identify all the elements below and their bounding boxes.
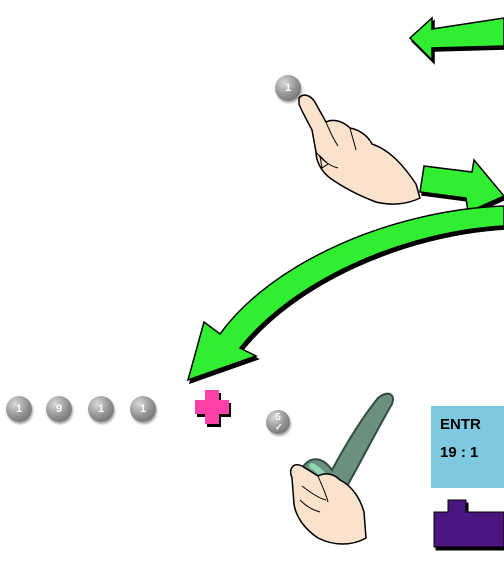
key-label: 1 — [97, 403, 105, 415]
key-1-button[interactable]: 1 — [275, 75, 301, 101]
key-1-button[interactable]: 1 — [6, 396, 32, 422]
pointing-hand-icon — [298, 94, 421, 205]
key-9-button[interactable]: 9 — [46, 396, 72, 422]
lcd-display: ENTR 19 : 1 — [431, 406, 504, 488]
purple-block-icon — [433, 499, 504, 548]
display-line-2: 19 : 1 — [440, 444, 479, 461]
ok-check-icon: ✓ — [275, 422, 283, 432]
key-label: 1 — [15, 403, 23, 415]
display-line-1: ENTR — [440, 416, 481, 433]
key-5-ok-button[interactable]: 5 ✓ — [266, 410, 290, 434]
key-label: 5 — [275, 412, 281, 423]
green-arrow-right-icon — [419, 158, 504, 214]
key-label: 9 — [55, 403, 63, 415]
key-1-button[interactable]: 1 — [88, 396, 114, 422]
plus-icon — [195, 390, 229, 424]
key-1-button[interactable]: 1 — [130, 396, 156, 422]
pointing-hand-icon — [290, 464, 367, 545]
green-curved-arrow-icon — [186, 205, 504, 382]
key-label: 1 — [139, 403, 147, 415]
key-label: 1 — [284, 82, 292, 94]
green-arrow-left-icon — [408, 16, 504, 62]
